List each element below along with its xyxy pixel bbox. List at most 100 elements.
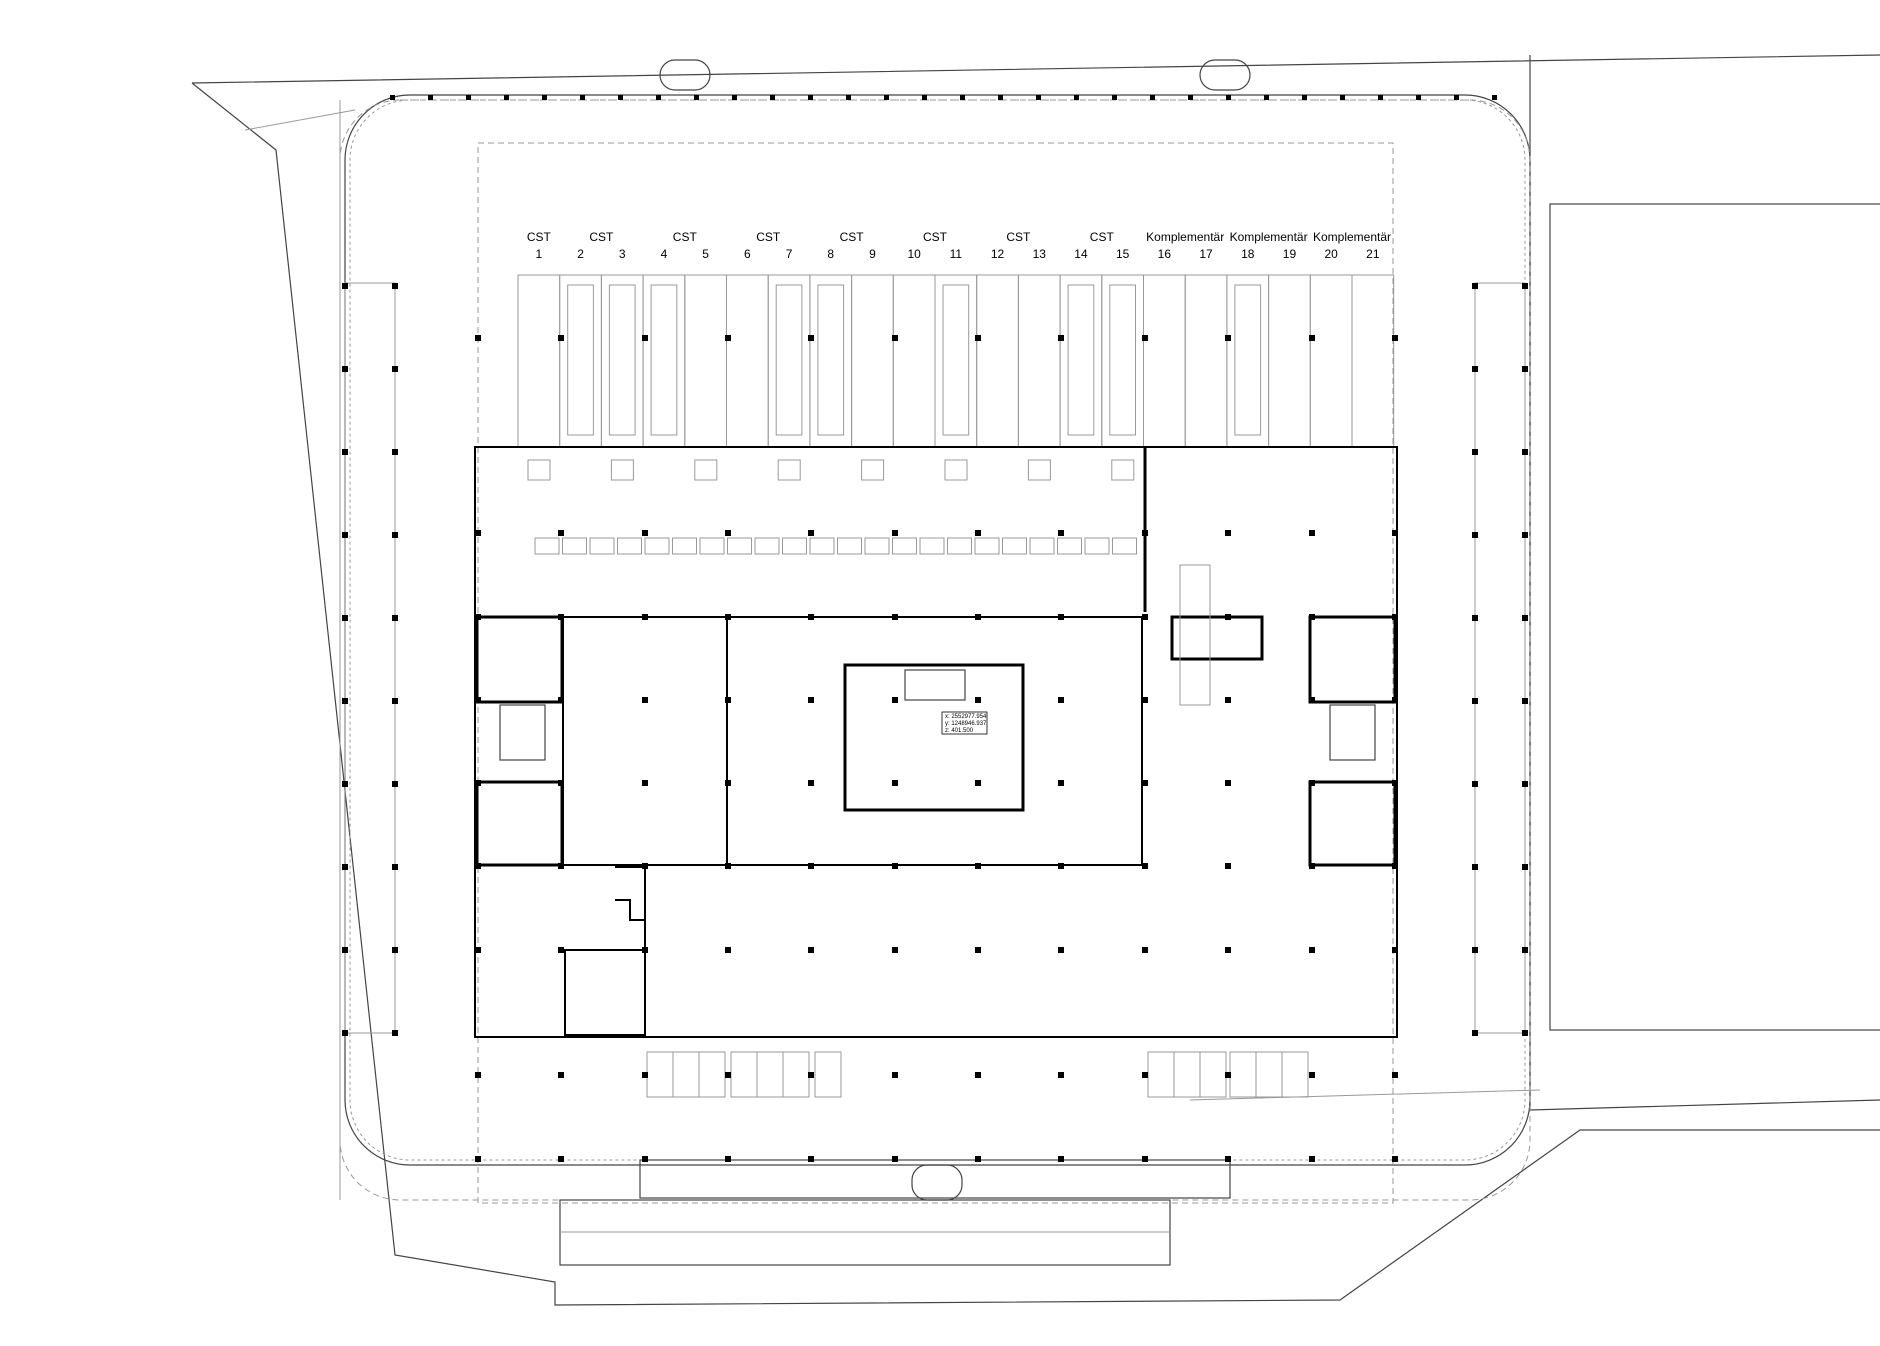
dock-bay [559, 274, 602, 448]
staging-area [617, 537, 642, 555]
canopy-column [1188, 95, 1193, 100]
staging-area [644, 537, 670, 555]
canopy-column [618, 95, 623, 100]
canopy-column [392, 947, 398, 953]
canopy-column [808, 95, 813, 100]
dock-number: 16 [1158, 247, 1172, 261]
column [892, 863, 898, 869]
staging-area [782, 537, 807, 555]
column [1142, 947, 1148, 953]
dock-number: 8 [827, 247, 834, 261]
column [642, 335, 648, 341]
canopy-column [1416, 95, 1421, 100]
staging-area [1084, 537, 1110, 555]
column [558, 614, 564, 620]
column [558, 697, 564, 703]
column [892, 1072, 898, 1078]
canopy-column [732, 95, 737, 100]
column [1392, 780, 1398, 786]
column [725, 335, 731, 341]
canopy-column [392, 864, 398, 870]
gate-right [1170, 615, 1264, 661]
staging-area [727, 537, 752, 555]
dock-bay [976, 274, 1019, 448]
main-building [474, 446, 1398, 1038]
setback-line [477, 142, 1394, 1204]
column [1225, 614, 1231, 620]
canopy-column [342, 449, 348, 455]
dock-bay [726, 274, 769, 448]
canopy-column [1522, 698, 1528, 704]
column [725, 780, 731, 786]
staging-area [837, 537, 862, 555]
column [1309, 335, 1315, 341]
canopy-column [1472, 947, 1478, 953]
canopy-column [1522, 283, 1528, 289]
dock-group-label: CST [589, 230, 614, 244]
canopy-column [884, 95, 889, 100]
coordinate-y: y: 1248946.937 [945, 721, 987, 727]
column [725, 947, 731, 953]
column [1309, 697, 1315, 703]
parking-space [698, 1051, 726, 1098]
dock-leveler [694, 459, 718, 481]
dock-bays [517, 274, 1395, 555]
column [975, 947, 981, 953]
column [642, 697, 648, 703]
column [1309, 614, 1315, 620]
column [1392, 947, 1398, 953]
canopy-column [1150, 95, 1155, 100]
dock-number: 19 [1283, 247, 1297, 261]
column [475, 947, 481, 953]
canopy-column [1472, 1030, 1478, 1036]
column [1392, 530, 1398, 536]
staging-area [589, 537, 615, 555]
parking-space [646, 1051, 674, 1098]
column [1392, 1156, 1398, 1162]
dock-number: 6 [744, 247, 751, 261]
neighbor-building [1549, 203, 1880, 1031]
column [1392, 1072, 1398, 1078]
canopy-column [1522, 864, 1528, 870]
truck-outline [650, 284, 678, 436]
right-stair [1329, 704, 1376, 761]
column [558, 530, 564, 536]
parking-space [782, 1051, 810, 1098]
parking-space [1173, 1051, 1201, 1098]
dock-group-label: CST [527, 230, 552, 244]
column [1309, 947, 1315, 953]
column [1225, 1156, 1231, 1162]
road-edge [244, 100, 1541, 1200]
dock-leveler [1111, 459, 1135, 481]
column [558, 335, 564, 341]
canopy-column [542, 95, 547, 100]
column [558, 863, 564, 869]
column [1225, 780, 1231, 786]
canopy-column [1522, 449, 1528, 455]
setback-line-outer [339, 99, 1531, 1201]
dock-number: 12 [991, 247, 1005, 261]
canopy-column [1522, 532, 1528, 538]
canopy-column [392, 366, 398, 372]
truck-outline [817, 284, 845, 436]
dock-number: 21 [1366, 247, 1380, 261]
dock-number: 4 [661, 247, 668, 261]
column [725, 863, 731, 869]
canopy-column [504, 95, 509, 100]
column [808, 697, 814, 703]
canopy-column [1492, 95, 1497, 100]
dock-group-label: Komplementär [1146, 230, 1224, 244]
column [1058, 614, 1064, 620]
column [892, 335, 898, 341]
canopy-column [466, 95, 471, 100]
dock-bay [1351, 274, 1395, 448]
canopy-column [342, 1030, 348, 1036]
staging-area [1057, 537, 1082, 555]
column [475, 863, 481, 869]
stair-pod-top-left [659, 59, 711, 91]
dock-bay [1101, 274, 1145, 448]
canopy-column [1472, 781, 1478, 787]
truck-outline [775, 284, 803, 436]
staging-area [699, 537, 725, 555]
